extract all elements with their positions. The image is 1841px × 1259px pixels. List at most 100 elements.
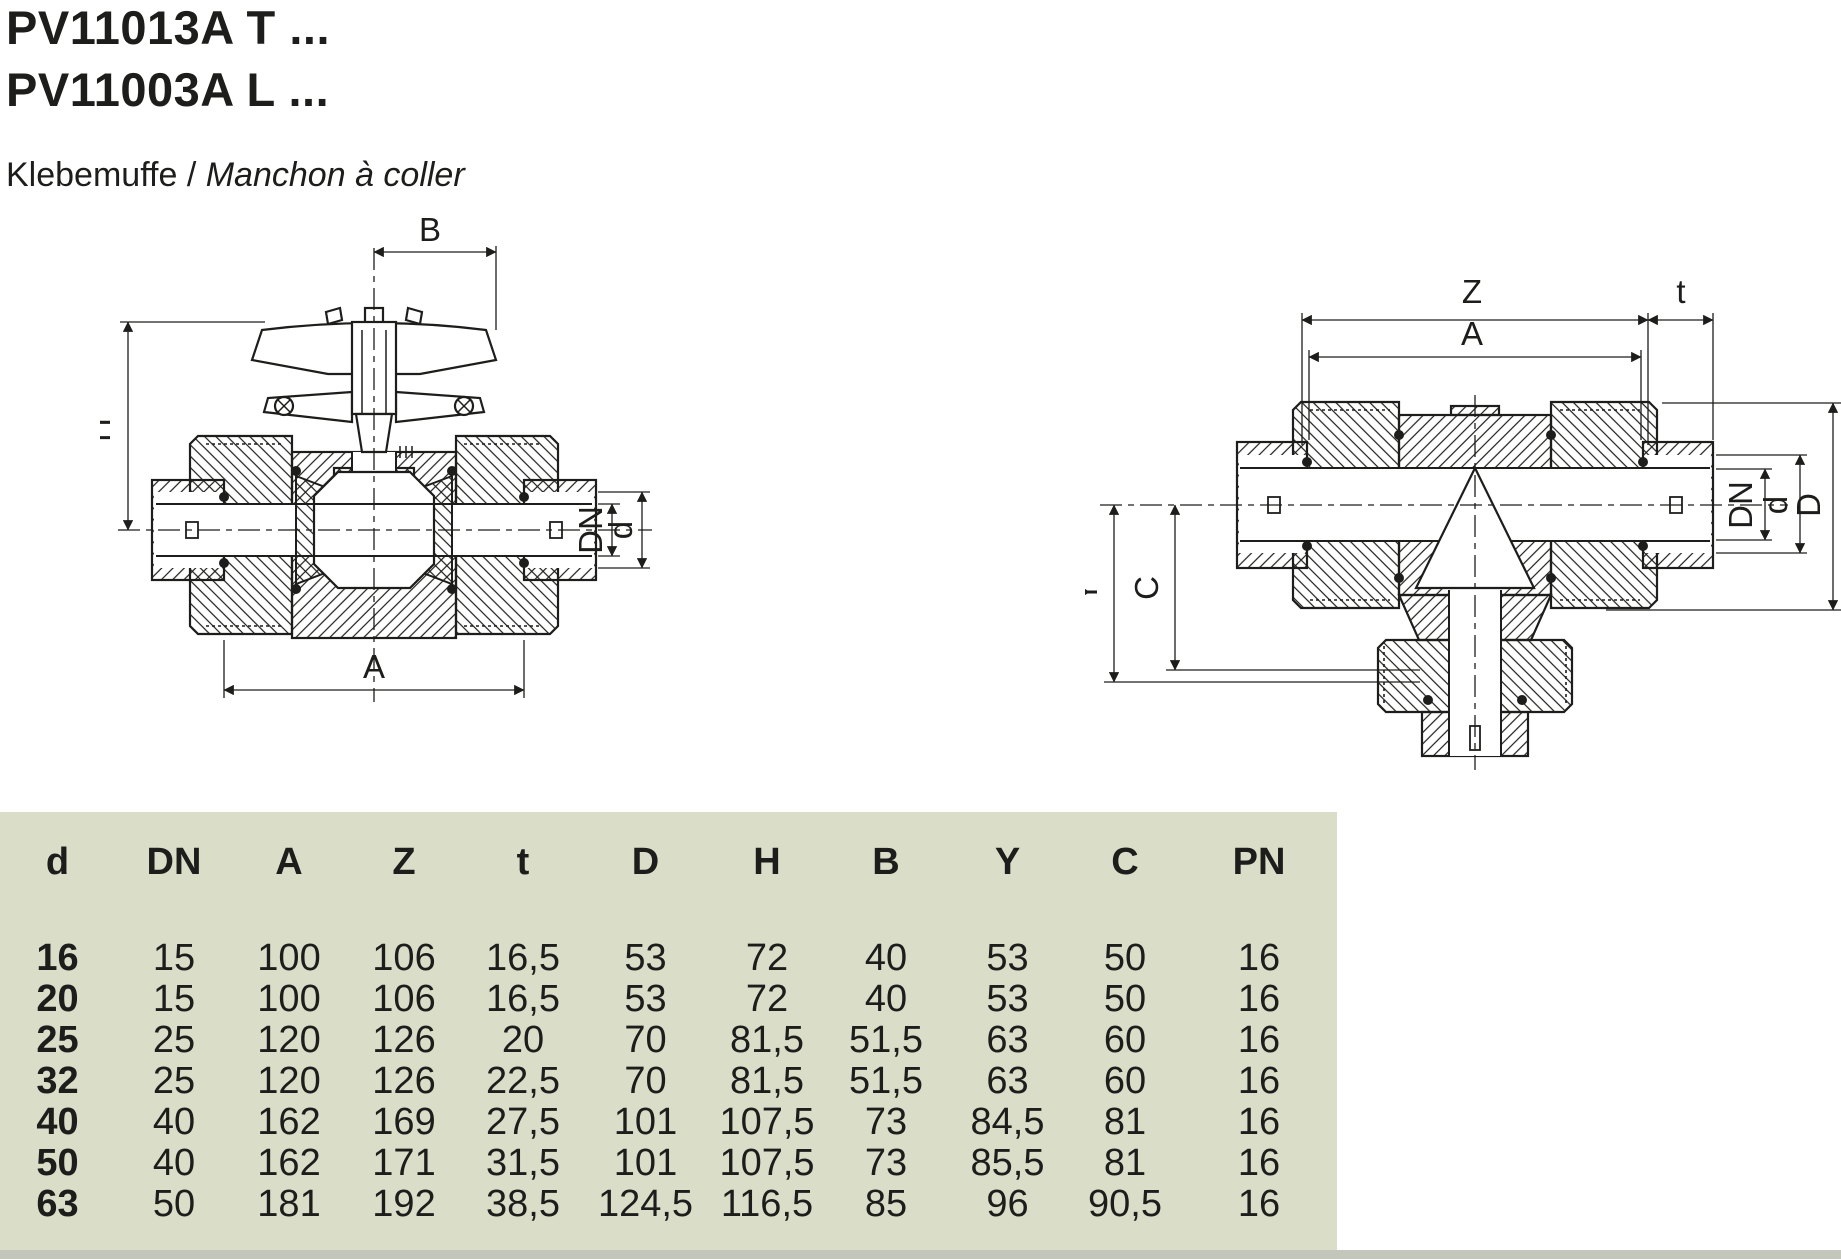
cell-value: 16 <box>1237 1101 1281 1143</box>
cell-value: 22,5 <box>486 1060 560 1102</box>
cell-value: 124,5 <box>597 1183 694 1225</box>
dim-A <box>1308 350 1642 440</box>
cell-value: 101 <box>613 1142 678 1184</box>
cell-value: 81,5 <box>730 1019 804 1061</box>
cell-value: 53 <box>624 937 667 979</box>
cell-value: 40 <box>152 1101 196 1143</box>
cell-d-size: 25 <box>36 1019 79 1061</box>
cell-value: 162 <box>257 1142 321 1184</box>
cell-value: 84,5 <box>970 1101 1045 1143</box>
cell-value: 162 <box>257 1101 321 1143</box>
cell-value: 15 <box>152 937 196 979</box>
cell-value: 15 <box>152 978 196 1020</box>
cell-value: 169 <box>372 1101 436 1143</box>
column-header-A: A <box>275 841 303 883</box>
dim-D <box>1606 402 1841 611</box>
cell-value: 60 <box>1103 1060 1147 1102</box>
cell-value: 63 <box>986 1060 1029 1102</box>
page-title-line2: PV11003A L ... <box>6 63 330 116</box>
dim-label-Y: Y <box>1085 581 1104 603</box>
cell-value: 101 <box>613 1101 678 1143</box>
cell-value: 63 <box>986 1019 1029 1061</box>
dim-t <box>1647 313 1714 440</box>
cell-value: 120 <box>257 1019 321 1061</box>
cell-value: 100 <box>257 978 321 1020</box>
dim-C <box>1166 504 1420 671</box>
cell-value: 53 <box>624 978 667 1020</box>
cell-value: 16 <box>1237 1060 1281 1102</box>
cell-d-size: 32 <box>36 1060 79 1102</box>
cell-value: 40 <box>864 937 908 979</box>
cell-value: 50 <box>152 1183 196 1225</box>
cell-value: 51,5 <box>849 1019 923 1061</box>
cell-value: 16 <box>1237 1142 1281 1184</box>
dim-label-d: d <box>602 521 639 539</box>
cell-value: 31,5 <box>486 1142 560 1184</box>
cell-value: 72 <box>745 978 789 1020</box>
cell-value: 60 <box>1103 1019 1147 1061</box>
dim-label-B: B <box>419 211 441 248</box>
column-header-t: t <box>516 841 530 883</box>
cell-value: 90,5 <box>1088 1183 1162 1225</box>
cell-value: 40 <box>152 1142 196 1184</box>
cell-value: 16 <box>1237 1019 1281 1061</box>
cell-value: 16 <box>1237 978 1281 1020</box>
cell-value: 85 <box>864 1183 908 1225</box>
dimensions <box>1104 313 1841 683</box>
dim-Y <box>1104 504 1420 683</box>
cell-value: 72 <box>745 937 789 979</box>
cell-value: 192 <box>372 1183 436 1225</box>
cell-d-size: 63 <box>36 1183 79 1225</box>
cell-value: 116,5 <box>720 1183 814 1225</box>
column-header-DN: DN <box>146 841 202 883</box>
subtitle-french: Manchon à coller <box>205 156 465 194</box>
cell-value: 107,5 <box>719 1142 815 1184</box>
dim-label-A: A <box>1461 315 1483 352</box>
cell-value: 50 <box>1103 937 1147 979</box>
cell-value: 81 <box>1103 1101 1147 1143</box>
cell-value: 100 <box>257 937 321 979</box>
cell-value: 70 <box>624 1060 667 1102</box>
dim-Z <box>1301 313 1649 445</box>
cell-value: 53 <box>986 937 1029 979</box>
dim-label-D: D <box>1790 493 1827 517</box>
dim-d <box>1716 454 1807 554</box>
cell-value: 38,5 <box>486 1183 560 1225</box>
column-header-D: D <box>631 841 660 883</box>
column-header-B: B <box>872 841 900 883</box>
cell-value: 16,5 <box>486 978 560 1020</box>
subtitle: Klebemuffe / Manchon à coller <box>6 156 465 195</box>
page-bottom-edge <box>0 1250 1841 1259</box>
dim-label-DN: DN <box>1722 481 1759 529</box>
cell-value: 16,5 <box>486 937 560 979</box>
cell-value: 81 <box>1103 1142 1147 1184</box>
cell-value: 106 <box>372 937 436 979</box>
page-title-line1: PV11013A T ... <box>6 1 330 54</box>
valve-handle <box>250 306 498 458</box>
dimensions <box>120 246 650 698</box>
cell-value: 50 <box>1103 978 1147 1020</box>
cell-value: 126 <box>372 1060 436 1102</box>
cell-value: 51,5 <box>849 1060 923 1102</box>
drawing-ball-valve-side-view: B H A DN d <box>100 211 652 702</box>
cell-value: 40 <box>864 978 908 1020</box>
cell-value: 16 <box>1237 937 1281 979</box>
cell-d-size: 20 <box>36 978 79 1020</box>
column-header-C: C <box>1111 841 1139 883</box>
dim-label-A: A <box>363 648 385 685</box>
dim-label-C: C <box>1128 576 1165 600</box>
dim-label-t: t <box>1676 273 1685 310</box>
column-header-H: H <box>753 841 781 883</box>
subtitle-separator: / <box>177 156 206 194</box>
column-header-PN: PN <box>1232 841 1286 883</box>
dim-label-H: H <box>100 418 117 442</box>
drawing-t-valve-section: Z t A Y C DN d D <box>1085 273 1841 770</box>
cell-value: 120 <box>257 1060 321 1102</box>
cell-value: 96 <box>986 1183 1029 1225</box>
cell-value: 20 <box>501 1019 545 1061</box>
